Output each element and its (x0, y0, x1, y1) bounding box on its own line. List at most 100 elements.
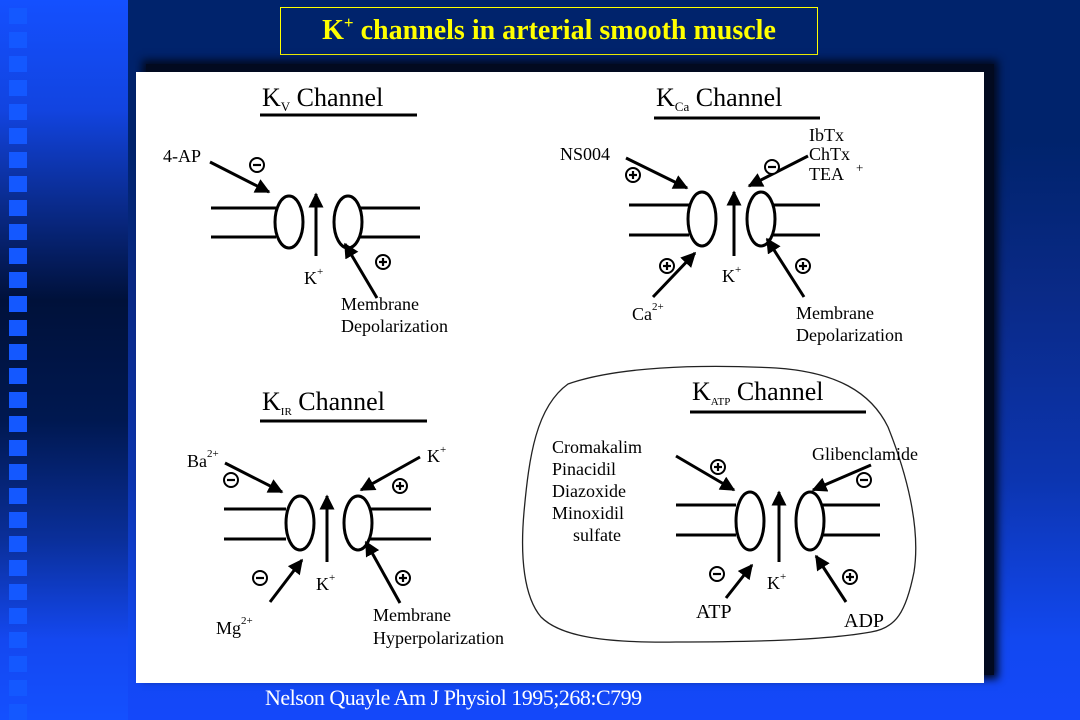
decorative-square (9, 368, 27, 384)
decorative-square (9, 560, 27, 576)
decorative-square (9, 152, 27, 168)
katp-k-ion-label: K+ (767, 571, 786, 593)
decorative-square (9, 8, 27, 24)
katp-atp-arrow (724, 563, 754, 599)
kca-tea-label: TEA (809, 164, 844, 184)
kca-chtx-label: ChTx (809, 144, 850, 164)
kca-depol-label-2: Depolarization (796, 325, 903, 345)
kir-k-out-label: K+ (427, 444, 446, 466)
decorative-square (9, 608, 27, 624)
decorative-square (9, 248, 27, 264)
decorative-square (9, 512, 27, 528)
kir-subunit-right (342, 494, 374, 552)
decorative-square (9, 632, 27, 648)
decorative-square (9, 224, 27, 240)
kv-subunit-left (273, 194, 305, 250)
katp-subunit-right (794, 490, 826, 552)
katp-opener-cromakalim: Cromakalim (552, 437, 642, 457)
title-k: K (322, 15, 344, 46)
kv-depol-label-2: Depolarization (341, 316, 448, 336)
kir-ba-label: Ba2+ (187, 448, 219, 471)
kca-extra-plus: + (856, 160, 863, 175)
kv-4ap-arrow (209, 160, 271, 194)
decorative-square (9, 128, 27, 144)
decorative-square (9, 416, 27, 432)
title-k-charge: + (343, 13, 354, 32)
minus-circle-icon (251, 569, 269, 587)
kir-mg-arrow (268, 558, 304, 603)
decorative-square (9, 440, 27, 456)
kir-k-ion-label: K+ (316, 572, 335, 594)
kir-hyperpol-label-1: Membrane (373, 605, 451, 625)
minus-circle-icon (708, 565, 726, 583)
katp-adp-label: ADP (844, 610, 884, 632)
kir-membrane (224, 507, 431, 541)
minus-circle-icon (248, 156, 266, 174)
kir-k-out-arrow (359, 455, 421, 492)
kca-ca-arrow (651, 251, 697, 299)
kir-ba-arrow (224, 461, 284, 494)
katp-glibenclamide-arrow (811, 463, 872, 492)
katp-adp-arrow (814, 554, 848, 603)
decorative-square (9, 272, 27, 288)
decorative-square (9, 680, 27, 696)
kca-title: KCa Channel (656, 83, 782, 114)
decorative-square (9, 656, 27, 672)
kv-depol-arrow (343, 242, 379, 299)
kv-membrane (211, 206, 420, 239)
decorative-square (9, 344, 27, 360)
kv-depol-label-1: Membrane (341, 294, 419, 314)
slide-title: K+ channels in arterial smooth muscle (322, 13, 776, 47)
left-decorative-strip (0, 0, 128, 720)
decorative-square (9, 104, 27, 120)
kv-subunit-right (332, 194, 364, 250)
kir-channel: KIR Channel K+ Ba2+ K+ Mg2+ (187, 387, 504, 648)
kca-subunit-left (686, 190, 718, 248)
katp-opener-pinacidil: Pinacidil (552, 459, 616, 479)
katp-title: KATP Channel (692, 377, 824, 408)
katp-channel: KATP Channel K+ Cromakalim Pinacidil Dia… (521, 365, 918, 643)
minus-circle-icon (855, 471, 873, 489)
kca-ns004-label: NS004 (560, 144, 610, 164)
katp-opener-sulfate: sulfate (573, 525, 621, 545)
minus-circle-icon (763, 158, 781, 176)
kv-k-ion-label: K+ (304, 266, 323, 288)
decorative-square (9, 200, 27, 216)
channel-diagram: KV Channel K+ 4-AP Membrane Depolarizati… (163, 83, 918, 648)
kca-subunit-right (745, 190, 777, 248)
decorative-square (9, 392, 27, 408)
decorative-square (9, 584, 27, 600)
kca-depol-label-1: Membrane (796, 303, 874, 323)
kca-depol-arrow (765, 237, 806, 298)
kv-channel: KV Channel K+ 4-AP Membrane Depolarizati… (163, 83, 448, 336)
diagram-panel: KV Channel K+ 4-AP Membrane Depolarizati… (136, 72, 984, 683)
decorative-square (9, 488, 27, 504)
decorative-square (9, 80, 27, 96)
kv-title: KV Channel (262, 83, 383, 114)
decorative-square (9, 176, 27, 192)
kca-channel: KCa Channel K+ NS004 IbTx ChTx TEA + (560, 83, 903, 345)
katp-atp-label: ATP (696, 601, 732, 623)
decorative-square (9, 296, 27, 312)
kca-membrane (629, 203, 820, 237)
kir-title: KIR Channel (262, 387, 385, 418)
plus-circle-icon (658, 257, 676, 275)
kir-mg-label: Mg2+ (216, 615, 253, 638)
kir-hyperpol-arrow (364, 540, 402, 604)
kir-hyperpol-label-2: Hyperpolarization (373, 628, 504, 648)
plus-circle-icon (709, 458, 727, 476)
plus-circle-icon (391, 477, 409, 495)
plus-circle-icon (841, 568, 859, 586)
kca-ns004-arrow (625, 156, 689, 190)
katp-opener-minoxidil: Minoxidil (552, 503, 624, 523)
katp-opener-diazoxide: Diazoxide (552, 481, 626, 501)
title-rest: channels in arterial smooth muscle (353, 15, 776, 46)
kca-ibtx-label: IbTx (809, 125, 844, 145)
plus-circle-icon (794, 257, 812, 275)
citation: Nelson Quayle Am J Physiol 1995;268:C799 (265, 685, 642, 710)
minus-circle-icon (222, 471, 240, 489)
plus-circle-icon (624, 166, 642, 184)
slide-title-box: K+ channels in arterial smooth muscle (280, 7, 818, 55)
kca-ca-label: Ca2+ (632, 301, 664, 324)
katp-opener-arrow (675, 454, 736, 492)
